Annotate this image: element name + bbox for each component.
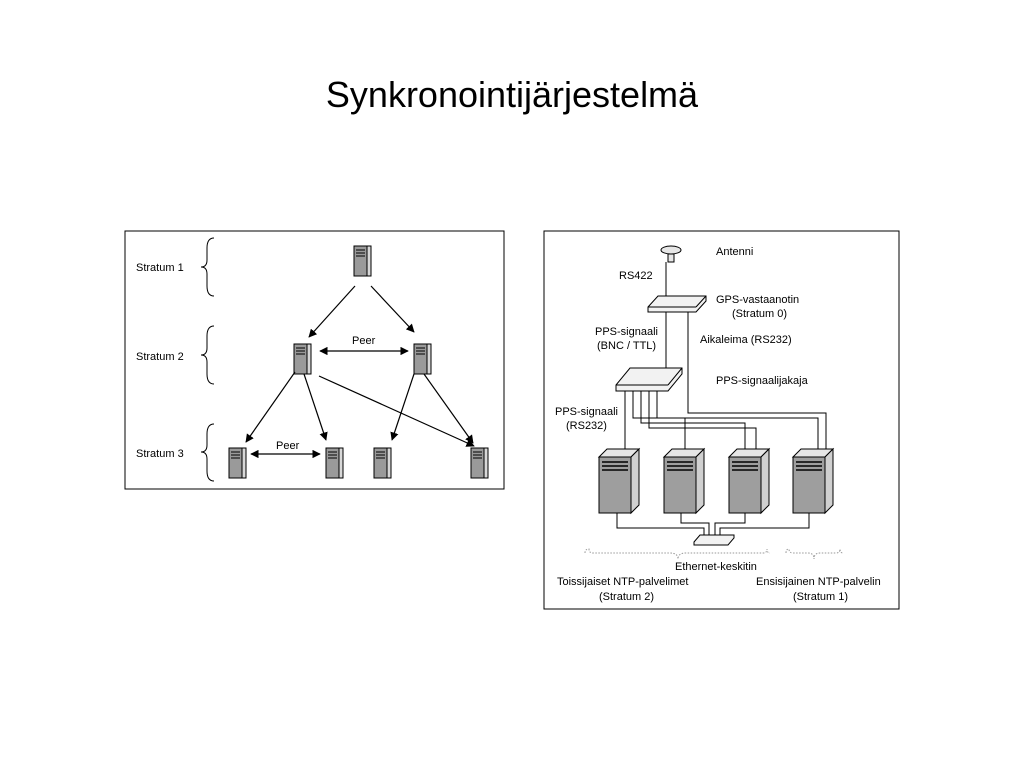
- secondary-servers-label: Toissijaiset NTP-palvelimet: [557, 576, 688, 588]
- pps-bnc-label: PPS-signaali: [595, 326, 658, 338]
- secondary-ntp-server-2-icon: [663, 448, 705, 514]
- stratum-2-server-left-icon: [293, 343, 312, 375]
- secondary-servers-stratum-label: (Stratum 2): [599, 591, 654, 603]
- primary-server-brace: [785, 548, 844, 560]
- page-title: Synkronointijärjestelmä: [325, 74, 699, 115]
- ethernet-cables: [616, 513, 810, 535]
- stratum-1-label: Stratum 1: [136, 262, 184, 274]
- antenna-label: Antenni: [716, 246, 753, 258]
- stratum-3-server-2-icon: [325, 447, 344, 479]
- stratum-2-server-right-icon: [413, 343, 432, 375]
- secondary-ntp-server-3-icon: [728, 448, 770, 514]
- gps-ntp-setup-diagram: Antenni RS422 GPS-vastaanotin (Stratum 0…: [543, 230, 900, 610]
- gps-receiver-icon: [647, 295, 707, 313]
- stratum-2-brace: [200, 325, 215, 385]
- rs422-label: RS422: [619, 270, 653, 282]
- pps-rs232-detail-label: (RS232): [566, 420, 607, 432]
- primary-server-stratum-label: (Stratum 1): [793, 591, 848, 603]
- stratum-3-server-3-icon: [373, 447, 392, 479]
- arrow-s1-to-s2-right: [370, 285, 415, 333]
- stratum-hierarchy-diagram: Stratum 1 Stratum 2 Stratum 3 Peer Peer: [124, 230, 505, 490]
- stratum-3-brace: [200, 423, 215, 482]
- pps-rs232-label: PPS-signaali: [555, 406, 618, 418]
- timestamp-label: Aikaleima (RS232): [700, 334, 792, 346]
- right-diagram-frame: [543, 230, 900, 610]
- arrow-s2-left-to-s3-1: [245, 371, 296, 443]
- stratum-3-server-1-icon: [228, 447, 247, 479]
- gps-receiver-stratum-label: (Stratum 0): [732, 308, 787, 320]
- primary-server-label: Ensisijainen NTP-palvelin: [756, 576, 881, 588]
- ethernet-hub-label: Ethernet-keskitin: [675, 561, 757, 573]
- gps-receiver-label: GPS-vastaanotin: [716, 294, 799, 306]
- pps-splitter-label: PPS-signaalijakaja: [716, 375, 809, 387]
- antenna-icon: [660, 245, 682, 263]
- left-diagram-frame: [124, 230, 505, 490]
- stratum-1-brace: [200, 237, 215, 297]
- secondary-ntp-server-1-icon: [598, 448, 640, 514]
- pps-bnc-detail-label: (BNC / TTL): [597, 340, 656, 352]
- secondary-servers-brace: [584, 548, 771, 560]
- arrow-s2-right-to-s3-3: [390, 373, 415, 441]
- primary-ntp-server-icon: [792, 448, 834, 514]
- stratum-2-label: Stratum 2: [136, 351, 184, 363]
- arrow-s2-right-to-s3-4: [423, 373, 474, 444]
- pps-rs232-cables: [624, 391, 819, 452]
- arrow-s1-to-s2-left: [308, 285, 356, 338]
- peer-label-stratum-2: Peer: [352, 335, 376, 347]
- peer-label-stratum-3: Peer: [276, 440, 300, 452]
- ethernet-hub-icon: [693, 534, 735, 546]
- stratum-3-label: Stratum 3: [136, 448, 184, 460]
- arrow-s2-left-to-s3-2: [303, 373, 328, 441]
- stratum-1-server-icon: [353, 245, 372, 277]
- stratum-3-server-4-icon: [470, 447, 489, 479]
- arrow-s2-left-to-s3-4: [318, 375, 475, 447]
- timestamp-cable: [687, 312, 827, 453]
